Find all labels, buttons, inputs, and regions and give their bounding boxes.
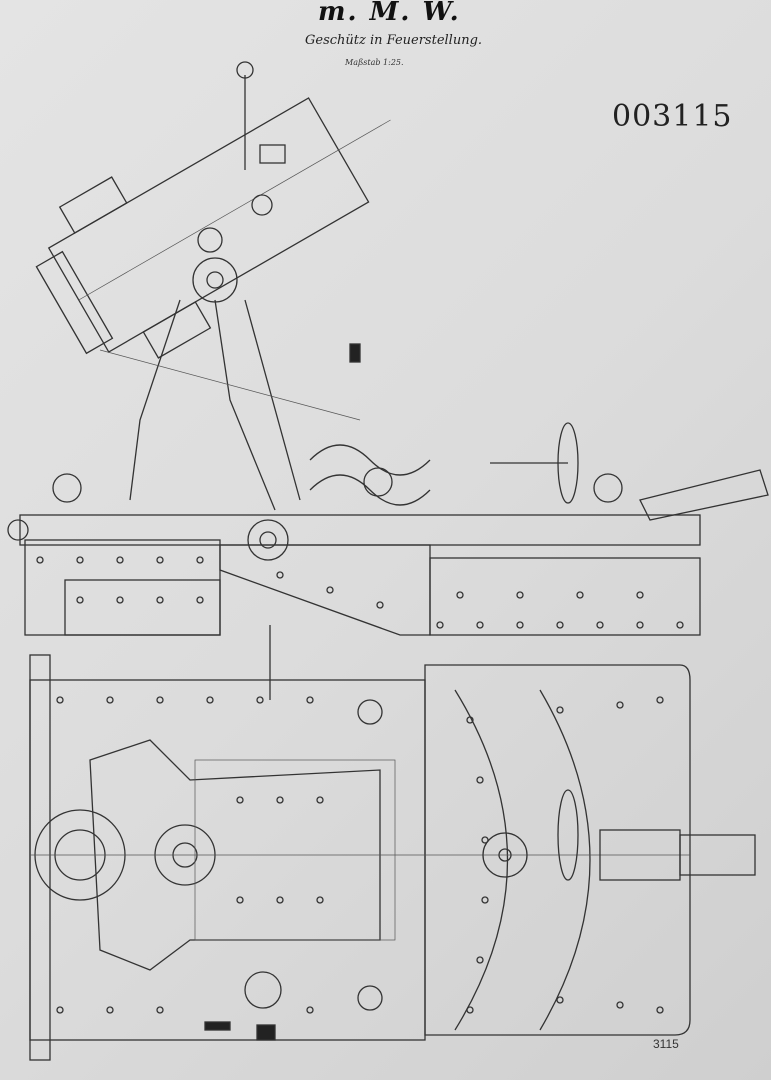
document-number: 003115 (612, 99, 733, 134)
rivets-side (36, 556, 684, 629)
drawing-subtitle: Geschütz in Feuerstellung. (305, 33, 483, 48)
mortar-barrel (35, 97, 391, 359)
sheet-number: 3115 (653, 1037, 679, 1051)
top-view (29, 343, 756, 1061)
drawing-scale: Maßstab 1:25. (345, 58, 404, 67)
drawing-title: m. M. W. (318, 0, 461, 27)
side-view (7, 61, 769, 636)
rivets-top (56, 696, 664, 1014)
